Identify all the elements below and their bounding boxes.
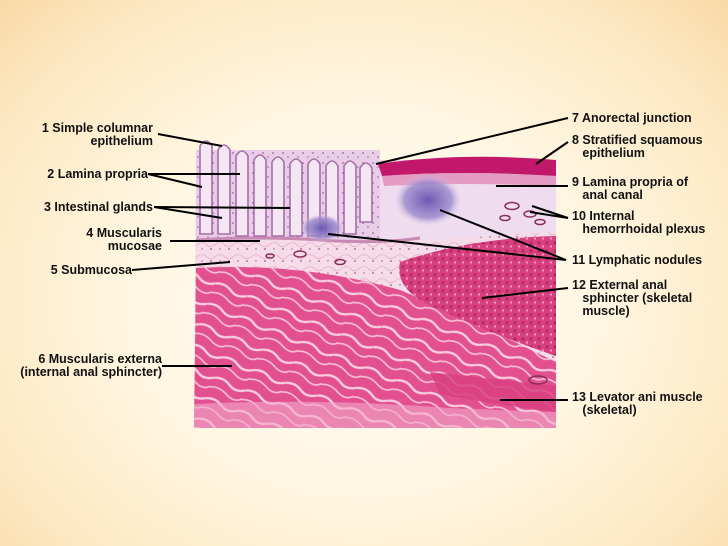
label-anorectal-junction: 7 Anorectal junction	[572, 111, 692, 125]
label-muscularis-mucosae: 4 Muscularis mucosae	[86, 226, 162, 253]
label-levator-ani-muscle: 13 Levator ani muscle (skeletal)	[572, 390, 703, 417]
label-submucosa: 5 Submucosa	[50, 263, 132, 277]
label-internal-hemorrhoidal-plexus: 10 Internal hemorrhoidal plexus	[572, 209, 706, 236]
label-intestinal-glands: 3 Intestinal glands	[43, 200, 153, 214]
levator-ani-region	[430, 372, 556, 412]
label-simple-columnar-epithelium: 1 Simple columnar epithelium	[41, 121, 153, 148]
lymphatic-nodule	[300, 214, 344, 242]
lymphatic-nodule	[394, 174, 462, 226]
label-muscularis-externa: 6 Muscularis externa (internal anal sphi…	[20, 352, 162, 379]
label-external-anal-sphincter: 12 External anal sphincter (skeletal mus…	[572, 278, 693, 318]
label-lymphatic-nodules: 11 Lymphatic nodules	[572, 253, 703, 267]
label-lamina-propria-anal-canal: 9 Lamina propria of anal canal	[572, 175, 688, 202]
external-sphincter-region	[399, 236, 556, 356]
label-stratified-squamous-epithelium: 8 Stratified squamous epithelium	[572, 133, 703, 160]
label-lamina-propria: 2 Lamina propria	[47, 167, 148, 181]
